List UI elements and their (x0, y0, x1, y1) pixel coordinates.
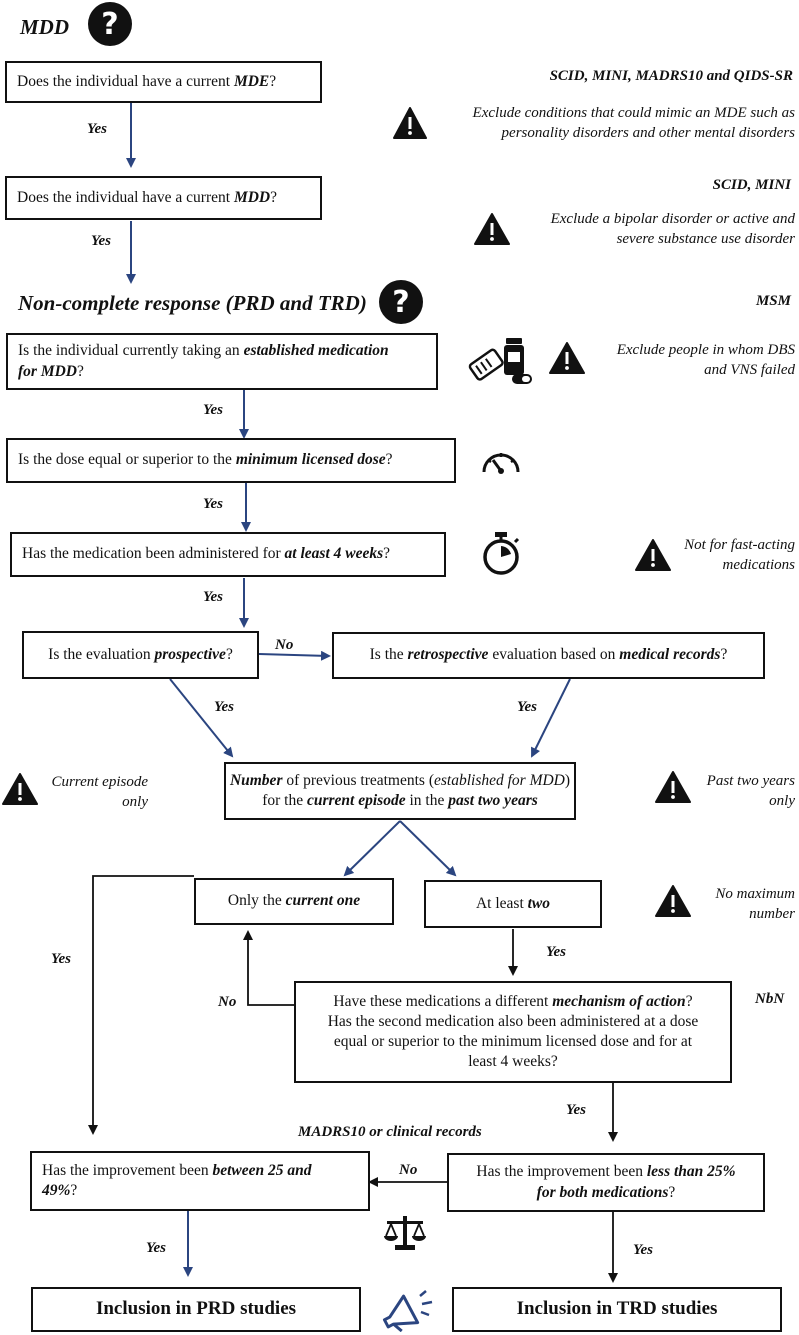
mde-tools: SCID, MINI, MADRS10 and QIDS-SR (549, 68, 793, 84)
inclusion-prd-result: Inclusion in PRD studies (31, 1287, 361, 1332)
only-current-one: Only the current one (194, 878, 394, 925)
yes-label: Yes (214, 699, 234, 715)
warning-icon (655, 885, 691, 917)
yes-label: Yes (87, 121, 107, 137)
warning-icon (474, 213, 510, 245)
warning-icon (635, 539, 671, 571)
svg-text:?: ? (101, 7, 118, 42)
yes-label: Yes (566, 1102, 586, 1118)
question-icon: ? (379, 280, 423, 324)
q-retrospective: Is the retrospective evaluation based on… (332, 632, 765, 679)
yes-label: Yes (546, 944, 566, 960)
madrs-tool: MADRS10 or clinical records (298, 1124, 482, 1140)
mdd-warning: Exclude a bipolar disorder or active and… (550, 211, 795, 247)
megaphone-icon (382, 1290, 433, 1332)
yes-label: Yes (633, 1242, 653, 1258)
yes-label: Yes (203, 402, 223, 418)
q-minimum-dose: Is the dose equal or superior to the min… (6, 438, 456, 483)
no-label: No (399, 1162, 418, 1178)
number-previous-treatments: Number of previous treatments (establish… (224, 762, 576, 820)
arrow-number-two (399, 820, 457, 877)
inclusion-trd-result: Inclusion in TRD studies (452, 1287, 782, 1332)
warning-icon (393, 107, 427, 139)
arrow-retro-number (531, 678, 571, 758)
question-icon: ? (88, 2, 132, 46)
q-prospective: Is the evaluation prospective? (22, 631, 259, 679)
q-mechanism-of-action: Have these medications a different mecha… (294, 981, 732, 1083)
at-least-two: At least two (424, 880, 602, 928)
mde-warning: Exclude conditions that could mimic an M… (472, 105, 795, 141)
q-established-medication: Is the individual currently taking an es… (6, 333, 438, 390)
yes-label: Yes (91, 233, 111, 249)
ncr-heading: Non-complete response (PRD and TRD) (18, 291, 367, 315)
no-label: No (218, 994, 237, 1010)
warning-icon (2, 773, 38, 805)
arrow-mech-current (243, 930, 294, 1006)
arrow-current-prd (88, 875, 194, 1135)
q-improvement-trd: Has the improvement been less than 25% f… (447, 1153, 765, 1212)
arrow-prosp-number (169, 678, 234, 758)
q-four-weeks: Has the medication been administered for… (10, 532, 446, 577)
yes-label: Yes (517, 699, 537, 715)
yes-label: Yes (203, 496, 223, 512)
mdd-heading: MDD (20, 15, 70, 39)
nbn-tool: NbN (755, 991, 785, 1007)
speedometer-icon (482, 453, 520, 474)
q-current-mde: Does the individual have a current MDE? (5, 61, 322, 103)
yes-label: Yes (203, 589, 223, 605)
yes-label: Yes (51, 951, 71, 967)
q-improvement-prd: Has the improvement been between 25 and … (30, 1151, 370, 1211)
no-label: No (275, 637, 294, 653)
mdd-tools: SCID, MINI (712, 177, 791, 193)
medication-icon (468, 338, 532, 384)
warning-icon (655, 771, 691, 803)
msm-tool: MSM (755, 293, 791, 309)
q-current-mdd: Does the individual have a current MDD? (5, 176, 322, 220)
arrow-number-current (343, 820, 401, 877)
stopwatch-icon (483, 532, 520, 575)
svg-text:?: ? (392, 285, 409, 320)
yes-label: Yes (146, 1240, 166, 1256)
arrow-prosp-retro (258, 650, 331, 661)
warning-icon (549, 342, 585, 374)
scale-icon (384, 1216, 426, 1250)
